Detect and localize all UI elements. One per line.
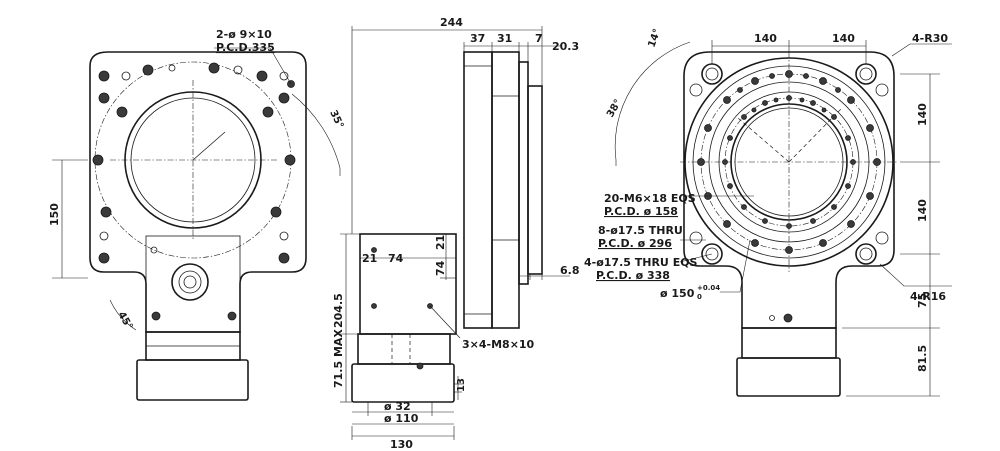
front-dim-height: 150 — [48, 203, 61, 226]
rear-motor-housing — [741, 327, 837, 359]
side-flange-2 — [518, 61, 529, 285]
side-dim-20-3: 20.3 — [552, 40, 579, 53]
side-motor-cap — [351, 363, 455, 403]
front-shaft-outer — [171, 263, 209, 301]
side-dim-overall-depth: 244 — [440, 16, 463, 29]
rear-callout-thru-line1: 8-ø17.5 THRU — [598, 224, 683, 237]
rear-dimension-lines — [614, 40, 952, 397]
side-dim-74-vertical: 74 — [434, 260, 447, 276]
rear-radius-r16: 4-R16 — [910, 290, 946, 303]
side-dim-37: 37 — [470, 32, 485, 45]
rear-radius-r30: 4-R30 — [912, 32, 948, 45]
side-dim-31: 31 — [497, 32, 512, 45]
front-motor-adapter — [145, 235, 241, 333]
front-bolt-holes — [92, 62, 296, 321]
front-angle-bottom: 45° — [115, 310, 134, 332]
side-view: 244 37 31 7 20.3 21 74 21 74 6.8 204.5 7… — [332, 16, 580, 451]
rear-motor-cap — [736, 357, 841, 397]
rear-dim-140-upper: 140 — [916, 103, 929, 126]
side-dim-21-left: 21 — [362, 252, 377, 265]
front-shaft-inner — [178, 270, 202, 294]
side-motor-housing — [357, 333, 451, 365]
side-dim-204-5: 204.5 — [332, 293, 345, 328]
side-dimension-lines — [340, 26, 570, 440]
rear-bore-tol-lower: 0 — [697, 293, 702, 301]
side-dim-13: 13 — [456, 378, 467, 392]
rear-view: 14° 38° 140 140 140 140 4-R30 4-R16 20-M… — [584, 27, 952, 397]
side-dim-21-vertical: 21 — [434, 235, 447, 250]
rear-corner-holes — [689, 63, 889, 265]
rear-callout-m6-line1: 20-M6×18 EQS — [604, 192, 696, 205]
rear-callout-eqs-line2: P.C.D. ø 338 — [596, 269, 670, 282]
front-callout-pcd: P.C.D.335 — [216, 41, 275, 54]
side-dim-6-8: 6.8 — [560, 264, 580, 277]
rear-bore-dia: ø 150 — [660, 287, 695, 300]
rear-callout-thru-line2: P.C.D. ø 296 — [598, 237, 672, 250]
rear-dim-75: 75 — [916, 293, 929, 308]
rear-angle-38: 38° — [605, 98, 624, 120]
side-dim-71-5: 71.5 MAX — [332, 329, 345, 388]
rear-inner-holes — [722, 95, 856, 229]
rear-angle-14: 14° — [646, 27, 663, 49]
rear-dim-140-left: 140 — [754, 32, 777, 45]
rear-dim-81-5: 81.5 — [916, 345, 929, 372]
side-dim-74-horizontal: 74 — [388, 252, 404, 265]
rear-callout-m6-line2: P.C.D. ø 158 — [604, 205, 678, 218]
side-thread-callout: 3×4-M8×10 — [462, 338, 535, 351]
front-view: 2-ø 9×10 P.C.D.335 35° 45° 150 — [48, 28, 345, 401]
rear-callout-eqs-line1: 4-ø17.5 THRU EQS — [584, 256, 698, 269]
side-flange-1 — [491, 51, 520, 329]
side-flange-3 — [527, 85, 543, 275]
side-dia-110: ø 110 — [384, 412, 419, 425]
side-dia-32: ø 32 — [384, 400, 411, 413]
side-dim-7: 7 — [535, 32, 543, 45]
side-dim-130: 130 — [390, 438, 413, 451]
rear-dim-140-right: 140 — [832, 32, 855, 45]
front-callout-holes: 2-ø 9×10 — [216, 28, 272, 41]
rear-bolt-ring — [697, 70, 881, 254]
front-dimension-lines — [52, 47, 341, 331]
front-motor-cap — [136, 359, 249, 401]
rear-bore-tol-upper: +0.04 — [697, 284, 720, 292]
front-angle-top: 35° — [327, 109, 345, 131]
rear-dim-140-lower: 140 — [916, 199, 929, 222]
side-main-body — [463, 51, 493, 329]
